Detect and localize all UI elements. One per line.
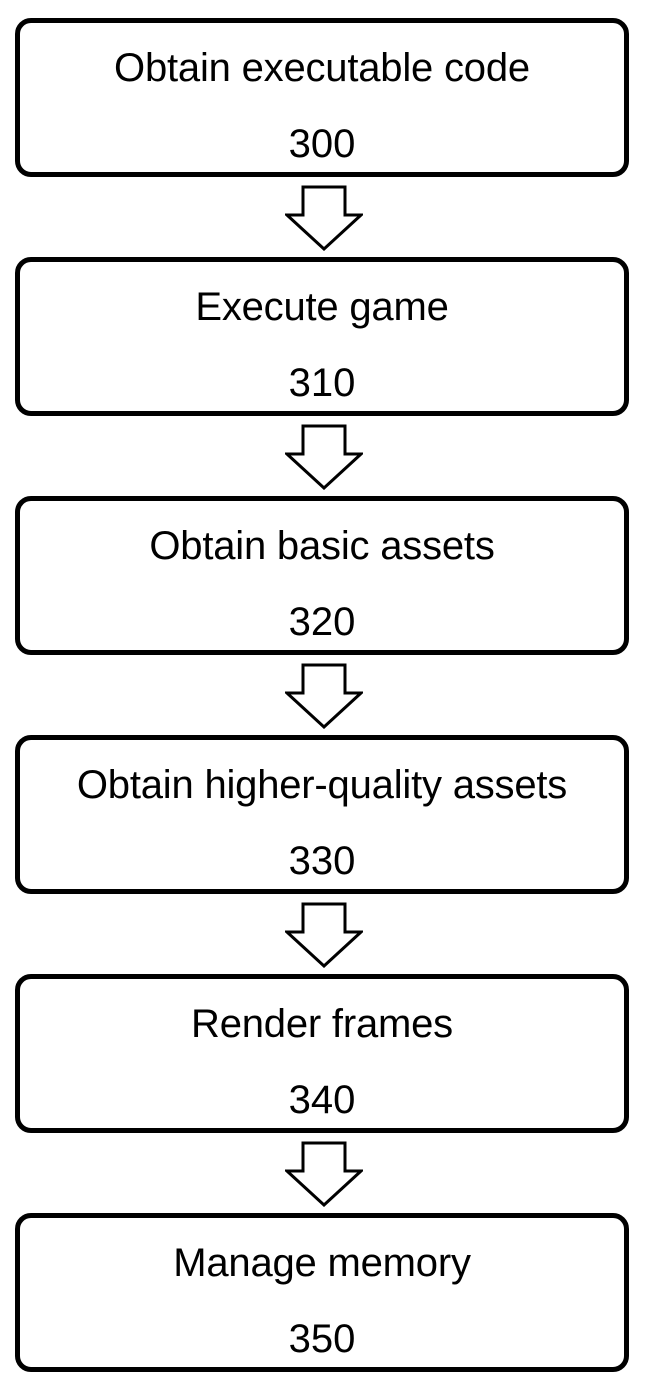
- down-arrow-icon: [285, 185, 363, 251]
- step-render-frames: Render frames 340: [15, 974, 629, 1133]
- step-number: 320: [20, 599, 624, 645]
- step-label: Manage memory: [20, 1240, 624, 1286]
- step-label: Obtain executable code: [20, 45, 624, 91]
- step-number: 330: [20, 838, 624, 884]
- step-number: 350: [20, 1316, 624, 1362]
- down-arrow-icon: [285, 424, 363, 490]
- down-arrow-icon: [285, 1141, 363, 1207]
- step-label: Obtain higher-quality assets: [20, 762, 624, 808]
- step-obtain-higher-quality-assets: Obtain higher-quality assets 330: [15, 735, 629, 894]
- step-label: Obtain basic assets: [20, 523, 624, 569]
- down-arrow-icon: [285, 902, 363, 968]
- step-obtain-basic-assets: Obtain basic assets 320: [15, 496, 629, 655]
- step-obtain-executable-code: Obtain executable code 300: [15, 18, 629, 177]
- step-number: 340: [20, 1077, 624, 1123]
- step-manage-memory: Manage memory 350: [15, 1213, 629, 1372]
- step-number: 300: [20, 121, 624, 167]
- step-label: Render frames: [20, 1001, 624, 1047]
- step-execute-game: Execute game 310: [15, 257, 629, 416]
- step-label: Execute game: [20, 284, 624, 330]
- step-number: 310: [20, 360, 624, 406]
- down-arrow-icon: [285, 663, 363, 729]
